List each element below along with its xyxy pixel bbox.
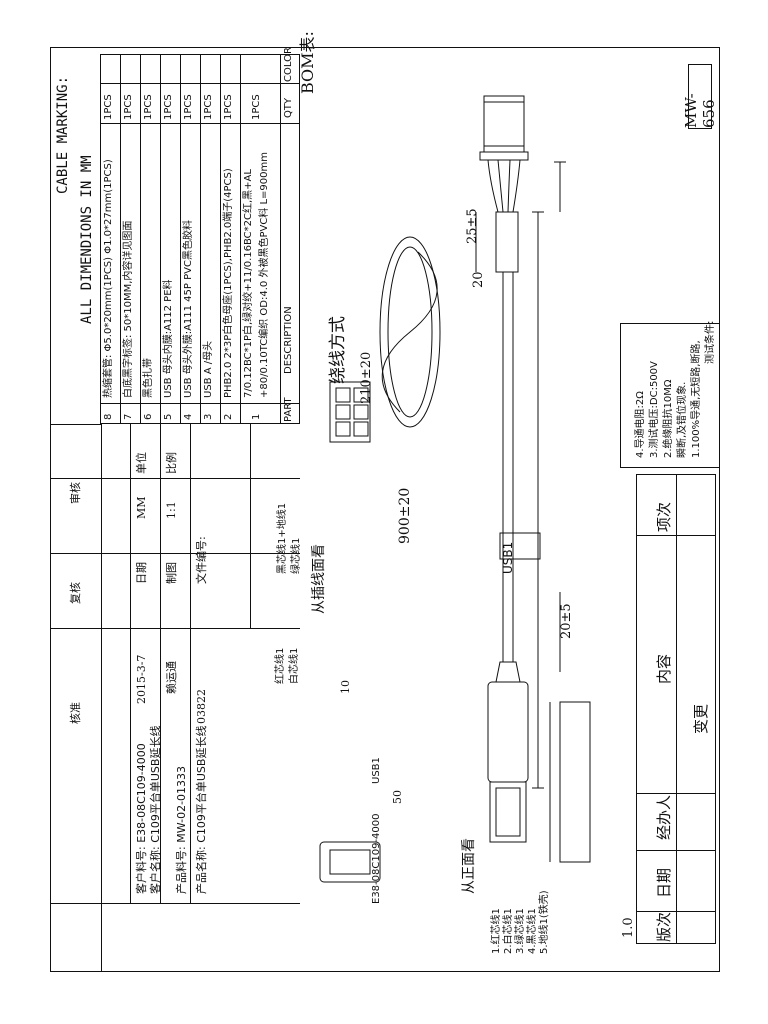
- bom-row-5-qty: 1PCS: [163, 94, 174, 120]
- tag-text-1: USB1: [371, 757, 382, 784]
- bom-row-2-no: 2: [223, 413, 234, 420]
- header-connector-shape: [483, 95, 525, 153]
- bom-row-4-qty: 1PCS: [183, 94, 194, 120]
- bom-row-6-no: 6: [143, 413, 154, 420]
- bom-row-2-qty: 1PCS: [223, 94, 234, 120]
- bom-row-8-no: 8: [103, 413, 114, 420]
- product-name: 产品名称: C109平台单USB延长线: [195, 725, 208, 894]
- usb-pin-2: 2.白芯线1: [503, 908, 514, 954]
- cable-diagram: [319, 95, 591, 883]
- bom-row-2-desc: PHB2.0 2*3P白色母座(1PCS),PHB2.0端子(4PCS): [223, 168, 234, 398]
- bom-row-3-desc: USB A /母头: [203, 340, 214, 398]
- bom-row-3-qty: 1PCS: [203, 94, 214, 120]
- tag-dim-w: 50: [391, 790, 404, 804]
- bom-row-8-qty: 1PCS: [103, 94, 114, 120]
- rev-header-item: 项次: [655, 501, 673, 532]
- dim-coil: 210±20: [359, 351, 374, 404]
- label-tag-text: USB1: [501, 541, 515, 574]
- test-item-2: 瞬断,及错位现象.: [677, 381, 688, 458]
- product-no: 产品料号: MW-02-01333: [175, 765, 188, 894]
- tag-dim-h: 10: [339, 680, 352, 694]
- bom-row-5-desc: USB 母头内膜:A112 PE料: [163, 279, 174, 398]
- bom-row-8-desc: 热缩套管: Φ5.0*20mm(1PCS) Φ1.0*27mm(1PCS): [103, 159, 114, 398]
- test-item-1: 1.100%导通,无短路,断路,: [691, 340, 702, 458]
- recheck-label: 复核: [69, 582, 82, 604]
- dimensions-note: ALL DIMENDIONS IN MM: [79, 155, 95, 324]
- date-value: 2015-3-7: [135, 654, 148, 704]
- rev-header-content: 内容: [655, 653, 673, 684]
- rear-view-caption: 从插线面看: [311, 544, 327, 614]
- bom-row-1-desc2: +80/0.10TC编织 OD:4.0 外被黑色PVC料 L=900mm: [259, 152, 270, 398]
- bom-header-color: COLOR: [283, 47, 294, 82]
- approve-label: 核准: [69, 702, 82, 724]
- unit-label: 单位: [135, 452, 148, 474]
- drawn-by: 赖运通: [165, 661, 178, 694]
- drawing-number: MW-656: [682, 64, 718, 129]
- rev-header-date: 日期: [655, 867, 673, 898]
- usb-pin-5: 5.地线1(铁壳): [539, 890, 550, 954]
- header-pin-2: 黑芯线1+地线1: [277, 502, 288, 574]
- bom-row-4-no: 4: [183, 413, 194, 420]
- doc-no-value: 03822: [195, 689, 208, 724]
- rev-header-change: 变更: [692, 703, 710, 734]
- test-item-4: 3.测试电压:DC:500V: [649, 361, 660, 458]
- date-label: 日期: [135, 562, 148, 584]
- usb-pin-4: 4.黑芯线1: [527, 908, 538, 954]
- bom-title: BOM表:: [298, 31, 317, 94]
- bom-row-3-no: 3: [203, 413, 214, 420]
- bom-row-6-qty: 1PCS: [143, 94, 154, 120]
- scale-label: 比例: [165, 452, 178, 474]
- bom-row-6-desc: 黑色扎带: [143, 358, 154, 398]
- dim-strip-right: 20±5: [559, 603, 574, 639]
- bom-row-7-desc: 白底黑字标签: 50*10MM,内容详见图面: [123, 220, 134, 398]
- rev-header-handler: 经办人: [655, 794, 673, 840]
- review-label: 审核: [69, 482, 82, 504]
- unit-value: MM: [135, 496, 148, 519]
- coil-caption: 绕线方式: [328, 316, 348, 384]
- bom-header-qty: QTY: [283, 97, 294, 118]
- cable-marking: CABLE MARKING:: [55, 75, 71, 194]
- dim-strip-left: 25±5: [465, 208, 480, 244]
- dim-shrink: 20: [471, 271, 486, 288]
- title-block: [50, 424, 102, 972]
- bom-row-1-desc: 7/0.12BC*1P白,绿对绞+11/0.16BC*2C红,黑+AL: [243, 169, 254, 398]
- customer-name: 客户名称: C109平台单USB延长线: [149, 725, 162, 894]
- bom-row-7-qty: 1PCS: [123, 94, 134, 120]
- bom-header-part: PART: [283, 397, 294, 422]
- bom-row-4-desc: USB 母头外膜:A111 45P PVC黑色胶料: [183, 220, 194, 398]
- header-pin-3: 白芯线1: [289, 647, 300, 684]
- test-item-3: 2.绝缘阻抗10MΩ: [663, 379, 674, 458]
- dim-total: 900±20: [397, 487, 413, 544]
- bom-row-7-no: 7: [123, 413, 134, 420]
- rev-header-version: 版次: [655, 911, 673, 942]
- front-view-caption: 从正面看: [461, 838, 477, 894]
- bom-header-description: DESCRIPTION: [283, 306, 294, 374]
- test-item-5: 4.导通电阻:2Ω: [635, 391, 646, 458]
- usb-pin-3: 3.绿芯线1: [515, 908, 526, 954]
- doc-no-label: 文件编号:: [195, 536, 208, 584]
- tag-text-2: E38-08C109-4000: [371, 813, 382, 904]
- bom-row-1-qty: 1PCS: [251, 94, 262, 120]
- usb-pin-1: 1.红芯线1: [491, 908, 502, 954]
- scale-value: 1:1: [165, 501, 178, 519]
- header-pin-4: 红芯线1: [275, 647, 286, 684]
- bom-row-1-no: 1: [251, 413, 262, 420]
- drawn-label: 制图: [165, 562, 178, 584]
- test-title: 测试条件:: [705, 320, 716, 364]
- header-pin-1: 绿芯线1: [291, 537, 302, 574]
- bom-row-5-no: 5: [163, 413, 174, 420]
- customer-no: 客户料号: E38-08C109-4000: [135, 743, 148, 894]
